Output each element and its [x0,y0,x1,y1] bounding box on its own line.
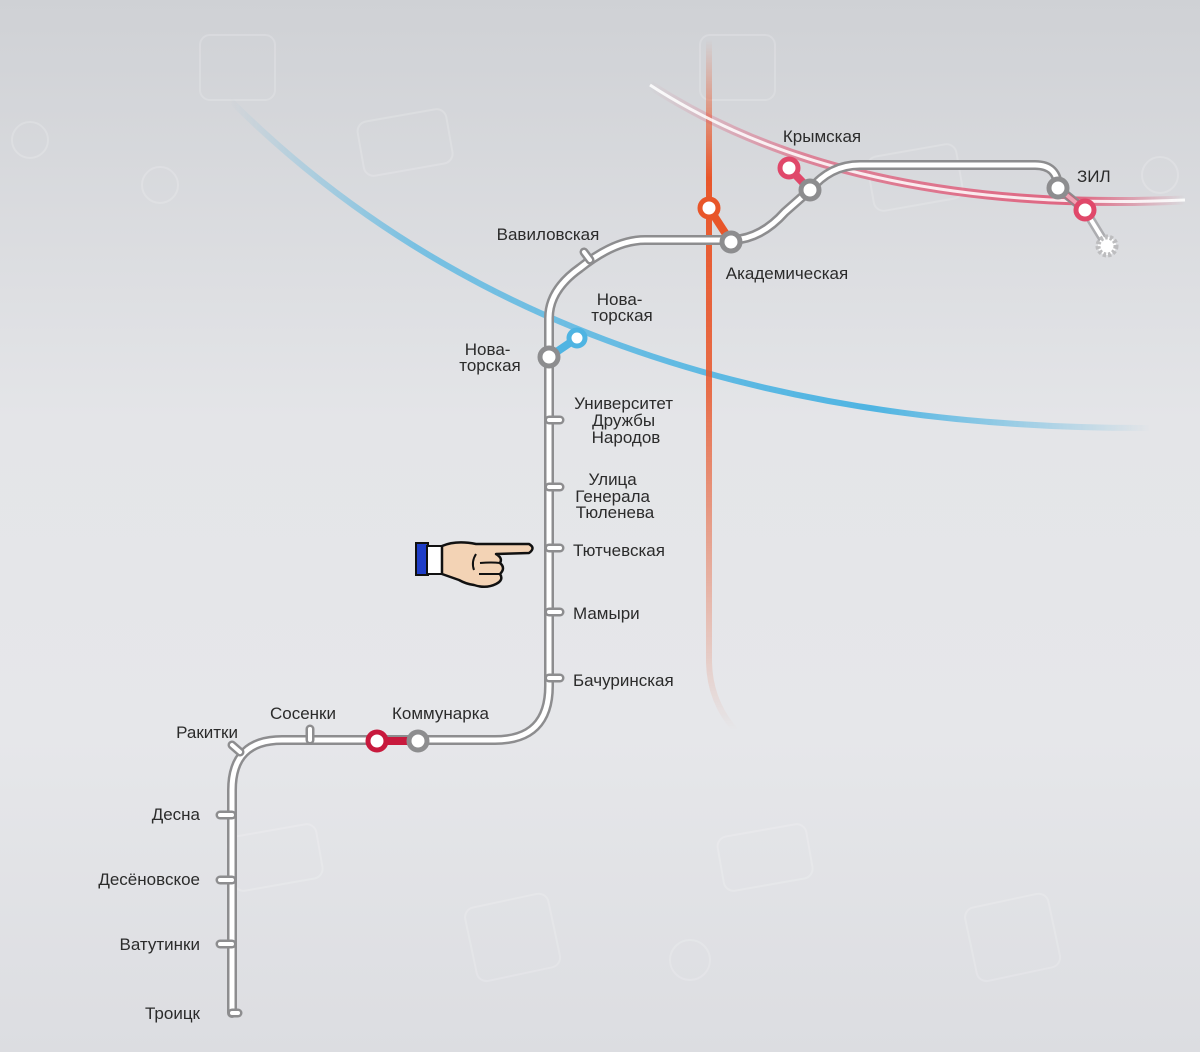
station-zil-main [1046,176,1070,200]
station-labels: Троицк Ватутинки Десёновское Десна Ракит… [98,127,1110,1023]
transfer-connectors [377,165,1087,745]
label-mamyri: Мамыри [573,604,640,623]
blue-line [227,97,1151,432]
label-rudn: Университет Дружбы Народов [574,394,678,447]
station-novatorskaya-right [566,327,588,349]
label-rakitki: Ракитки [176,723,238,742]
label-novatorskaya-right: Нова- торская [591,290,652,325]
station-krymskaya-main [798,178,822,202]
label-vatutinki: Ватутинки [119,935,200,954]
pointing-hand-icon [415,541,534,588]
station-zil-pink [1073,198,1097,222]
orange-line [706,40,738,732]
label-zil: ЗИЛ [1077,167,1111,186]
station-kommunarka [406,729,430,753]
label-akademicheskaya: Академическая [726,264,848,283]
label-bachurinskaya: Бачуринская [573,671,674,690]
label-desna: Десна [152,805,201,824]
station-future-end [1095,234,1119,258]
label-novatorskaya-left: Нова- торская [459,340,520,375]
label-vavilovskaya: Вавиловская [497,225,600,244]
label-sosenki: Сосенки [270,704,336,723]
main-line [227,160,1111,1018]
station-vavilovskaya-orange [697,196,721,220]
station-novatorskaya-left [537,345,561,369]
station-kommunarka-transfer-red [365,729,389,753]
label-krymskaya: Крымская [783,127,861,146]
station-ticks [215,247,595,1018]
label-kommunarka: Коммунарка [392,704,490,723]
label-troitsk: Троицк [145,1004,201,1023]
label-tyutchevskaya: Тютчевская [573,541,665,560]
station-akademicheskaya [719,230,743,254]
transfer-stations [365,156,1119,753]
label-tyuleneva: Улица Генерала Тюленева [575,470,655,522]
label-desenovskoe: Десёновское [98,870,200,889]
